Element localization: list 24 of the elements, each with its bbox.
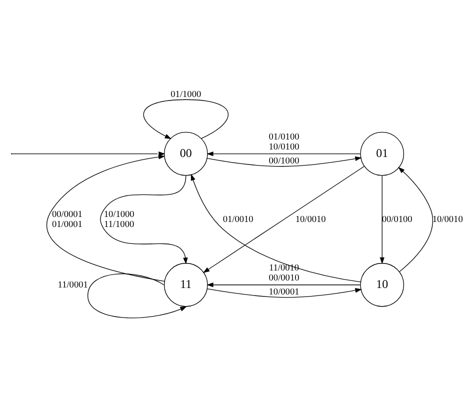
- edge-label: 11/0001: [58, 280, 88, 290]
- arrow: [100, 175, 188, 264]
- edge-label: 01/0100 10/0100: [268, 132, 300, 152]
- edge-label: 00/0001 01/0001: [52, 210, 82, 230]
- arrow: [206, 156, 362, 167]
- edge-label: 10/1000 11/1000: [104, 210, 134, 230]
- arrow: [380, 175, 384, 264]
- arrow: [398, 166, 434, 272]
- edge-label: 01/0010: [222, 214, 254, 225]
- edge-label: 00/1000: [268, 156, 300, 166]
- arrow: [206, 288, 362, 298]
- edge-label: 10/0010: [432, 214, 463, 225]
- arrow: [202, 166, 365, 273]
- arrow: [190, 174, 361, 282]
- edge-label: 01/1000: [170, 90, 202, 100]
- edge-label: 10/0010: [295, 214, 326, 225]
- arrow: [87, 273, 187, 318]
- arrow: [206, 152, 361, 156]
- node-circle: 11: [164, 262, 208, 307]
- edge-label: 11/0010 00/0010: [268, 263, 300, 284]
- arrow: [143, 99, 228, 139]
- edge-label: 10/0001: [268, 287, 300, 298]
- arrow: [206, 282, 361, 288]
- node-circle: 10: [360, 262, 404, 307]
